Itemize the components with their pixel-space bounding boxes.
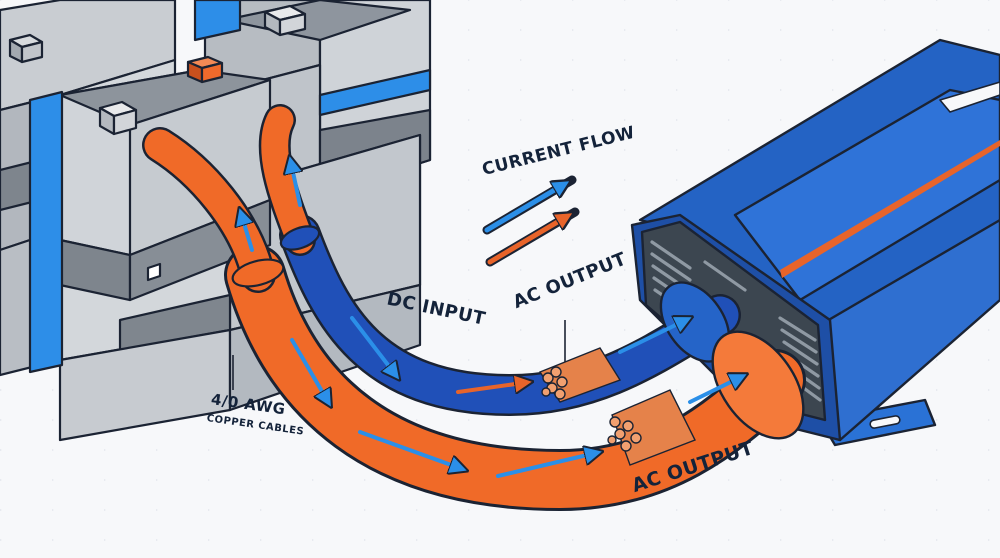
inverter (630, 38, 1000, 447)
flow-arrow (350, 316, 398, 378)
flow-arrow (290, 338, 330, 405)
battery-strap-vertical (28, 90, 64, 374)
battery-strap-top-right (318, 68, 432, 117)
negative-terminal-top (263, 4, 307, 37)
flow-arrow (240, 210, 252, 252)
flow-arrows (240, 158, 745, 478)
copper-strands-orange-cable (607, 389, 696, 466)
battery-strap-top (193, 0, 242, 42)
flow-arrow (618, 318, 690, 354)
blue-cable (258, 104, 741, 417)
orange-cable (142, 127, 806, 512)
positive-terminal (186, 55, 224, 84)
negative-terminal (98, 100, 138, 136)
orange-cable-end (711, 330, 805, 440)
flow-arrow (290, 158, 300, 207)
inverter-label-plate (939, 81, 1000, 113)
inverter-mount-slot (869, 415, 901, 429)
copper-strands-blue-cable (538, 347, 622, 403)
inverter-accent-stripe (780, 140, 1000, 278)
orange-cable-sheath-end (231, 258, 285, 288)
flow-arrow (496, 452, 600, 478)
flow-arrow (688, 375, 745, 404)
flow-arrow (456, 382, 530, 392)
blue-cable-sheath-end (279, 225, 321, 251)
inverter-top-panel (733, 88, 1000, 302)
legend-arrows (482, 175, 580, 267)
flow-arrow (358, 430, 465, 470)
